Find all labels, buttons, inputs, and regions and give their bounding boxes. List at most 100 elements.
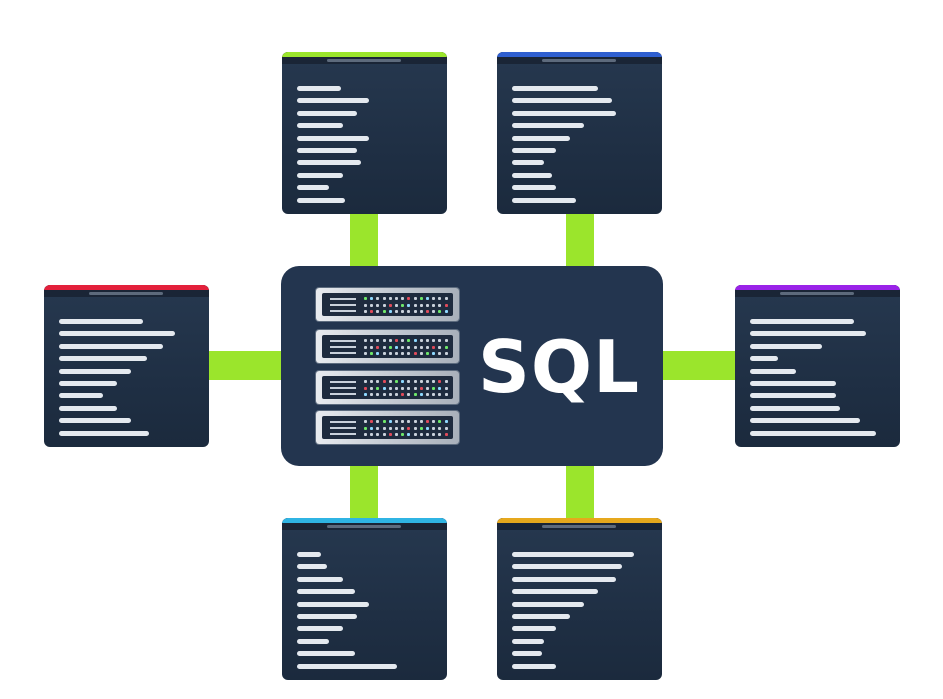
connector-top-right: [566, 213, 594, 267]
table-row-placeholder: [512, 601, 584, 607]
table-row-placeholder: [59, 331, 175, 337]
server-led: [419, 310, 423, 313]
table-row-placeholder: [512, 185, 556, 191]
server-led: [382, 433, 386, 436]
server-led: [432, 352, 436, 355]
table-card-top-left: [282, 52, 447, 214]
server-led: [419, 420, 423, 423]
server-led: [419, 386, 423, 390]
server-led: [419, 393, 423, 396]
server-led: [407, 426, 411, 430]
server-led: [401, 352, 405, 355]
server-led: [370, 426, 374, 430]
server-led: [432, 420, 436, 423]
table-row-placeholder: [512, 110, 616, 116]
server-led: [432, 297, 436, 300]
server-led: [376, 345, 380, 349]
server-led: [444, 386, 448, 390]
server-led: [364, 303, 367, 307]
server-led: [432, 380, 436, 383]
server-unit: [316, 288, 459, 321]
server-led: [413, 345, 417, 349]
server-led: [444, 352, 448, 355]
server-led: [401, 386, 405, 390]
server-led: [426, 303, 429, 307]
server-led: [370, 380, 374, 383]
server-led: [407, 380, 411, 383]
table-row-placeholder: [750, 418, 860, 424]
server-led: [419, 297, 423, 300]
server-led: [401, 380, 405, 383]
server-led: [426, 433, 429, 436]
table-row-placeholder: [297, 160, 361, 166]
server-led: [444, 303, 448, 307]
table-row-placeholder: [297, 552, 321, 557]
table-row-placeholder: [750, 356, 778, 362]
server-led: [395, 352, 398, 355]
server-led: [444, 345, 448, 349]
server-led: [401, 303, 405, 307]
table-title-placeholder: [89, 292, 163, 295]
server-led: [426, 345, 429, 349]
table-row-placeholder: [750, 405, 840, 411]
table-row-placeholder: [59, 381, 117, 386]
server-face: [322, 416, 453, 439]
server-led: [388, 386, 392, 390]
server-led: [370, 310, 374, 313]
table-accent-bar: [282, 518, 447, 523]
server-led: [370, 297, 374, 300]
server-led: [444, 339, 448, 342]
table-row-placeholder: [59, 418, 131, 424]
server-led: [382, 303, 386, 307]
server-led: [419, 426, 423, 430]
server-led: [395, 345, 398, 349]
server-led: [426, 386, 429, 390]
server-slot: [330, 421, 356, 423]
server-slot: [330, 310, 356, 312]
server-led: [370, 386, 374, 390]
server-led: [370, 420, 374, 423]
server-led: [376, 393, 380, 396]
server-led: [432, 386, 436, 390]
server-led: [401, 310, 405, 313]
server-led: [419, 339, 423, 342]
server-led: [388, 352, 392, 355]
server-led: [370, 393, 374, 396]
server-slot: [330, 433, 356, 435]
server-face: [322, 376, 453, 399]
server-led: [407, 352, 411, 355]
server-led: [401, 339, 405, 342]
server-led: [438, 393, 442, 396]
server-face: [322, 293, 453, 316]
server-led: [388, 303, 392, 307]
server-led: [401, 345, 405, 349]
server-slot: [330, 387, 356, 389]
server-slot: [330, 381, 356, 383]
server-led: [444, 433, 448, 436]
server-led: [364, 433, 367, 436]
server-slot: [330, 352, 356, 354]
server-led: [370, 352, 374, 355]
table-row-placeholder: [512, 638, 544, 644]
server-led: [364, 339, 367, 342]
server-led: [413, 297, 417, 300]
table-row-placeholder: [512, 172, 552, 178]
server-led: [364, 310, 367, 313]
server-led: [382, 380, 386, 383]
server-led: [413, 352, 417, 355]
server-led: [413, 393, 417, 396]
table-title-placeholder: [542, 59, 616, 62]
server-led: [364, 297, 367, 300]
server-led: [407, 339, 411, 342]
server-slot: [330, 298, 356, 300]
server-led: [376, 380, 380, 383]
server-led: [438, 303, 442, 307]
server-led: [438, 352, 442, 355]
table-row-placeholder: [297, 185, 329, 191]
server-led: [438, 380, 442, 383]
server-led: [382, 345, 386, 349]
server-led: [395, 420, 398, 423]
server-led: [407, 310, 411, 313]
server-led: [438, 433, 442, 436]
